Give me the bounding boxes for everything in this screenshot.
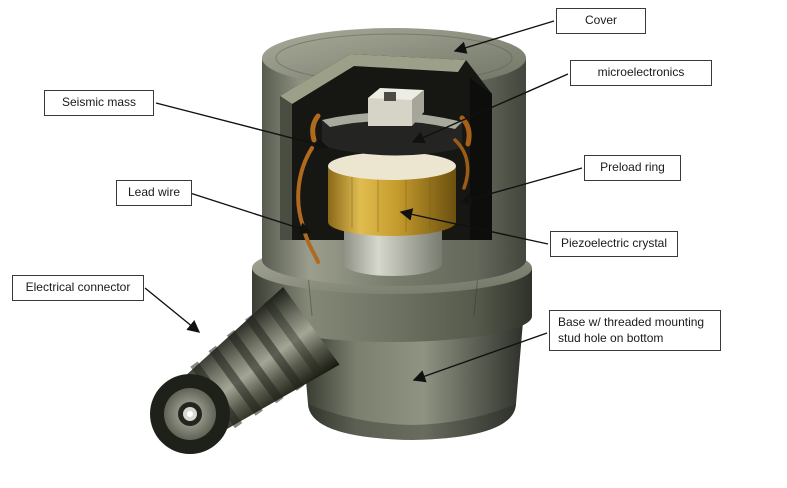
arrow-lead-wire [189,192,313,235]
chip-side [412,90,424,126]
piezoelectric-crystal-part [328,166,456,236]
label-lead-wire: Lead wire [116,180,192,206]
label-preload-ring: Preload ring [584,155,681,181]
flange-facet-line [307,273,313,317]
arrow-piezoelectric-crystal [399,208,549,245]
connector-thread-groove [226,330,284,404]
label-piezoelectric-crystal: Piezoelectric crystal [550,231,678,257]
chip-detail [384,92,396,101]
label-base: Base w/ threaded mounting stud hole on b… [549,310,721,352]
base-part [300,310,524,440]
flange-facet-line [473,273,479,317]
arrow-cover [453,20,555,54]
arrow-preload-ring [459,167,583,206]
connector-pin-tip [187,411,193,417]
copper-clip-left [310,113,321,143]
label-microelectronics: microelectronics [570,60,712,86]
label-electrical-connector: Electrical connector [12,275,144,301]
cavity-right-shadow [470,78,492,240]
arrow-seismic-mass [155,102,329,151]
base-bottom-shadow [308,404,516,440]
arrow-electrical-connector [144,287,201,333]
annotation-arrows [144,20,583,383]
arrow-base [412,332,548,383]
support-post [344,228,442,276]
base-body [300,310,524,440]
label-cover: Cover [556,8,646,34]
cut-wall-left [280,96,292,240]
internal-assembly [296,88,472,276]
connector-thread-groove [245,314,305,391]
arrow-microelectronics [411,73,569,144]
electrical-connector-part [150,286,340,454]
connector-thread-groove [263,298,324,377]
connector-thread-groove [208,345,263,416]
microelectronics-part [368,88,424,126]
lead-wire-right [453,138,470,190]
preload-ring-part [328,152,456,180]
cut-wall-top [280,54,466,104]
chip-front [368,98,412,126]
label-seismic-mass: Seismic mass [44,90,154,116]
